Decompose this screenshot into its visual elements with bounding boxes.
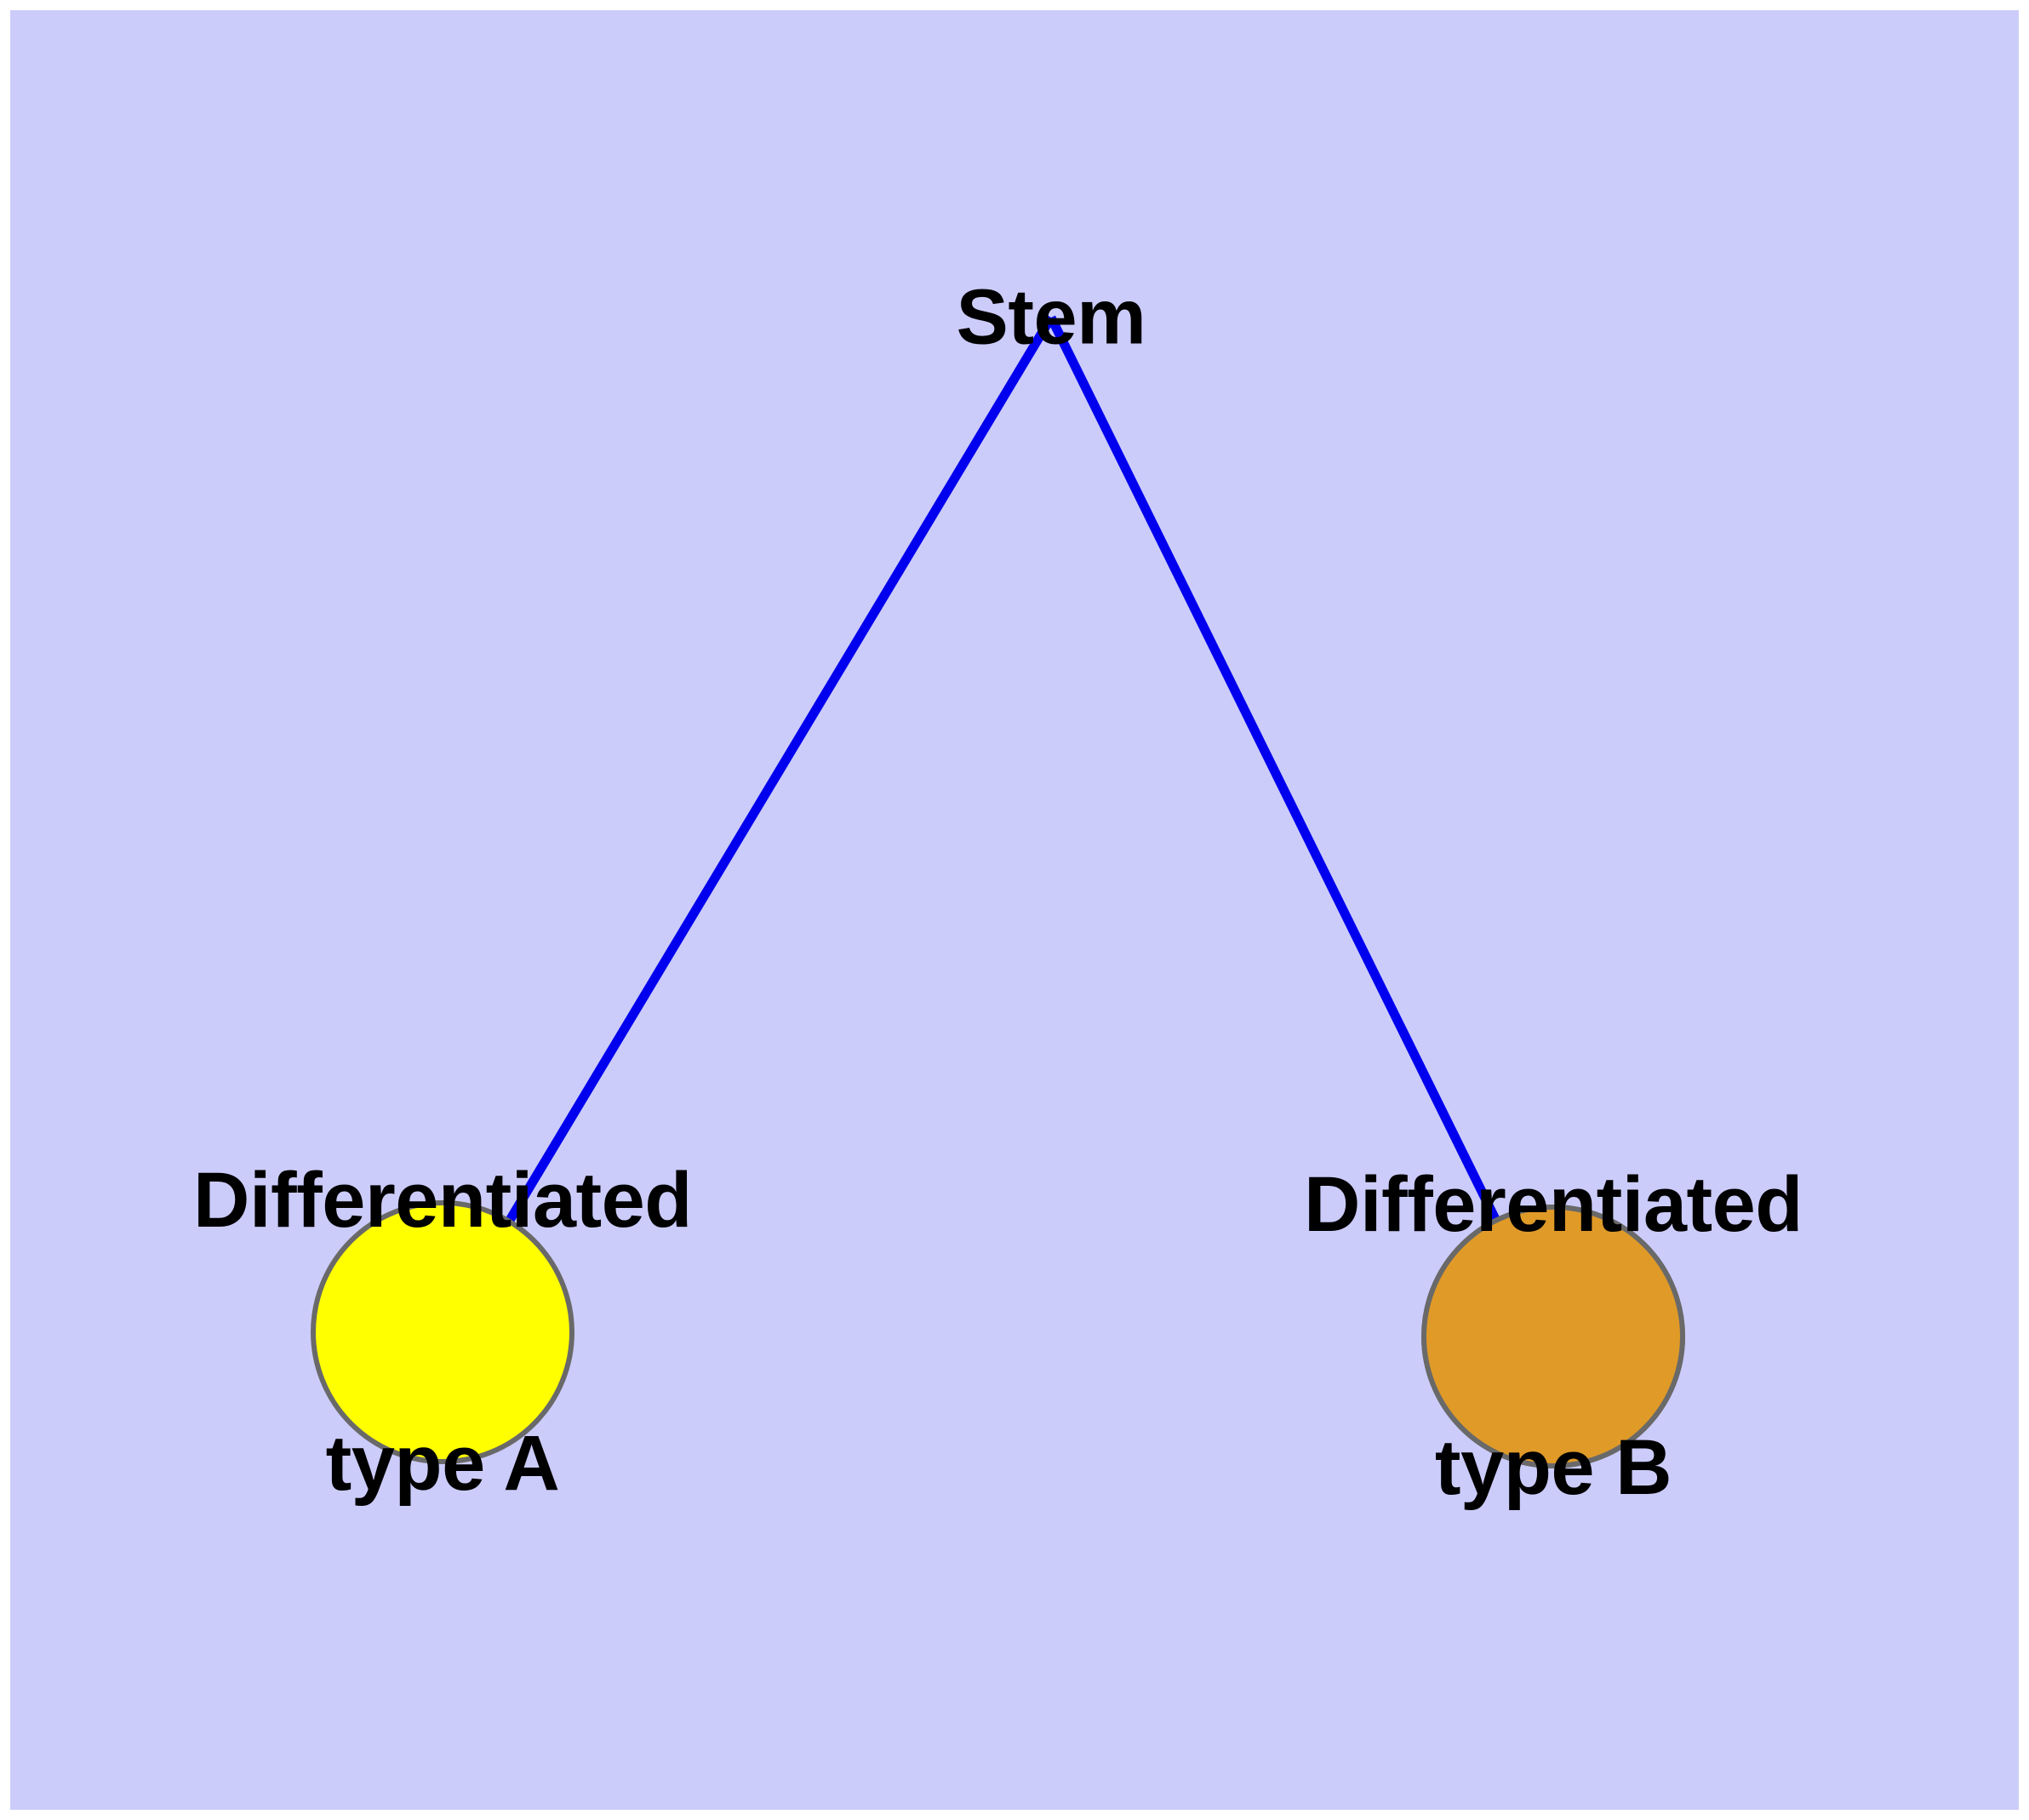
node-layer [311, 1200, 1685, 1468]
edge-stem-to-differentiated-a[interactable] [438, 315, 1055, 1335]
edge-stem-to-differentiated-b[interactable] [1047, 315, 1557, 1339]
node-differentiated-type-b[interactable] [1421, 1205, 1685, 1468]
node-stem[interactable] [311, 1200, 574, 1464]
diagram-background [10, 10, 2019, 1810]
edge-layer [438, 315, 1557, 1339]
